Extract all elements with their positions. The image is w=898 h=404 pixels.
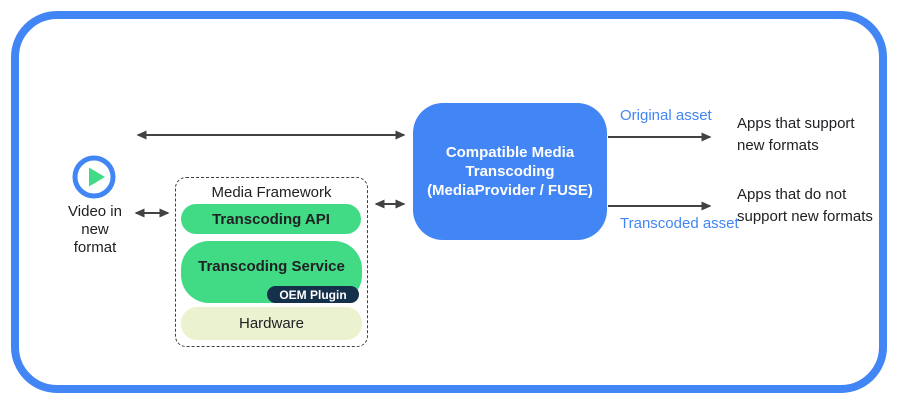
transcoder-title-line: (MediaProvider / FUSE) [427,182,593,199]
oem-plugin-label: OEM Plugin [279,287,347,302]
hardware-label: Hardware [238,315,305,332]
video-source-label-line: format [73,239,117,256]
apps-no-support-text: Apps that do not support new formats [737,184,873,228]
original-asset-label: Original asset [620,107,712,124]
hardware-box: Hardware [181,307,362,340]
video-source-label: Video in new format [40,203,150,257]
apps-support-text-line: Apps that support [737,115,855,132]
transcoded-asset-label: Transcoded asset [620,215,739,232]
compatible-media-transcoding-box: Compatible Media Transcoding (MediaProvi… [413,103,607,240]
outer-frame [11,11,887,393]
apps-support-text: Apps that support new formats [737,113,855,157]
video-source-label-line: new [81,221,109,238]
oem-plugin-badge: OEM Plugin [267,286,359,303]
apps-no-support-text-line: support new formats [737,208,873,225]
transcoding-api-label: Transcoding API [212,210,330,228]
apps-no-support-text-line: Apps that do not [737,186,847,203]
apps-support-text-line: new formats [737,137,819,154]
play-icon [72,155,116,199]
transcoding-api-box: Transcoding API [181,204,361,234]
media-framework-box: Media Framework Transcoding API Transcod… [175,177,368,347]
media-framework-title: Media Framework [211,184,332,201]
transcoding-service-label: Transcoding Service [198,257,345,275]
transcoder-title-line: Transcoding [465,163,555,180]
transcoding-service-box: Transcoding Service OEM Plugin [181,241,362,303]
video-source-label-line: Video in [68,203,122,220]
transcoder-title-line: Compatible Media [445,144,575,161]
